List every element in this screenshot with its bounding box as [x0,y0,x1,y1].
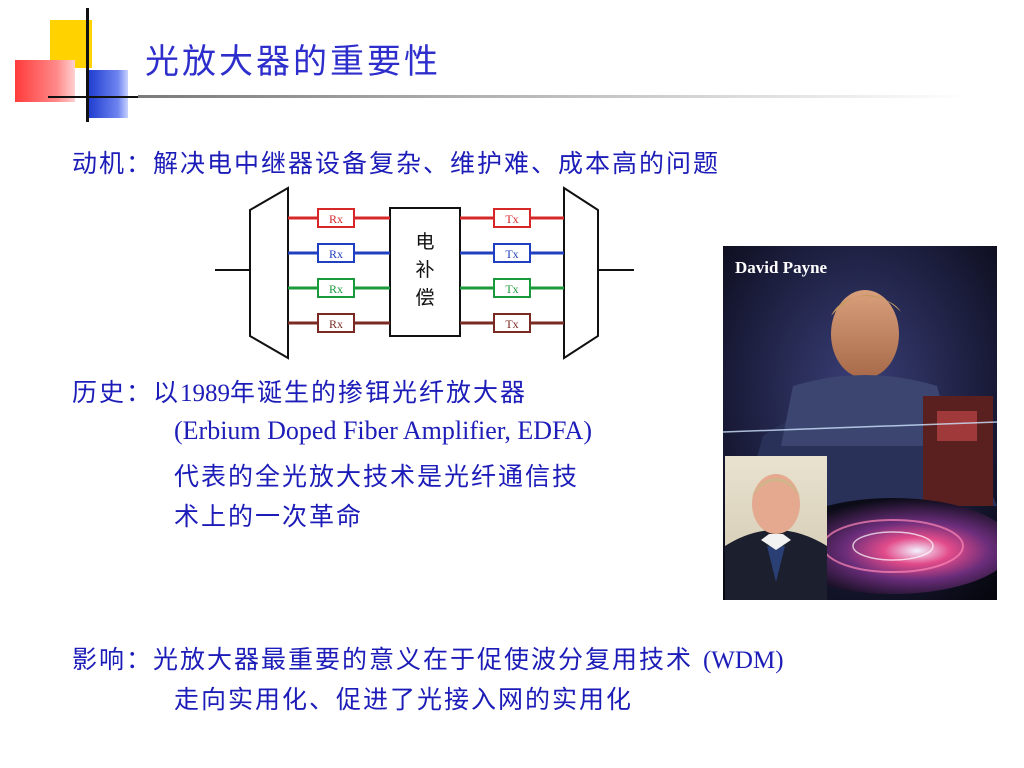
title-underline [138,95,968,98]
rx-label: Rx [329,212,343,226]
rx-box [317,278,355,298]
tx-label: Tx [505,282,518,296]
compensation-char-2: 补 [415,259,434,281]
impact-text-1: 光放大器最重要的意义在于促使波分复用技术 [153,645,694,674]
history-text-pre: 以 [153,378,181,407]
logo-vertical-line [86,8,89,122]
tx-label: Tx [505,317,518,331]
compensation-char-3: 偿 [415,287,434,309]
history-line-2: (Erbium Doped Fiber Amplifier, EDFA) [174,416,593,445]
tx-label: Tx [505,212,518,226]
lab-photo [723,246,997,600]
tx-label: Tx [505,247,518,261]
rx-box [317,313,355,333]
logo-red-square [15,60,75,102]
impact-line-1: 影响：光放大器最重要的意义在于促使波分复用技术 (WDM) [72,640,784,676]
motivation-label: 动机： [72,149,154,178]
multiplexer [563,186,599,360]
slide-title: 光放大器的重要性 [145,42,441,82]
impact-label: 影响： [72,645,154,674]
tx-box [493,278,531,298]
history-line-4: 术上的一次革命 [174,502,364,531]
tx-box [493,243,531,263]
impact-wdm: (WDM) [702,647,784,674]
history-text-post: 年诞生的掺铒光纤放大器 [230,378,528,407]
rx-label: Rx [329,282,343,296]
impact-line-2: 走向实用化、促进了光接入网的实用化 [174,685,634,714]
david-payne-photo [723,246,997,600]
history-line-1: 历史：以1989年诞生的掺铒光纤放大器 [72,373,527,409]
history-label: 历史： [72,378,154,407]
compensation-char-1: 电 [415,231,434,253]
rx-box [317,243,355,263]
electrical-compensation-box [389,207,461,337]
rx-label: Rx [329,317,343,331]
history-line-3: 代表的全光放大技术是光纤通信技 [174,462,580,491]
logo-blue-square [88,70,128,118]
tx-box [493,208,531,228]
tx-box [493,313,531,333]
photo-caption: David Payne [735,258,828,277]
motivation-text: 解决电中继器设备复杂、维护难、成本高的问题 [153,149,721,178]
motivation-line: 动机：解决电中继器设备复杂、维护难、成本高的问题 [72,144,720,180]
logo-horizontal-line [48,96,138,98]
rx-label: Rx [329,247,343,261]
rx-box [317,208,355,228]
demultiplexer [249,186,289,360]
history-year: 1989 [180,380,231,407]
